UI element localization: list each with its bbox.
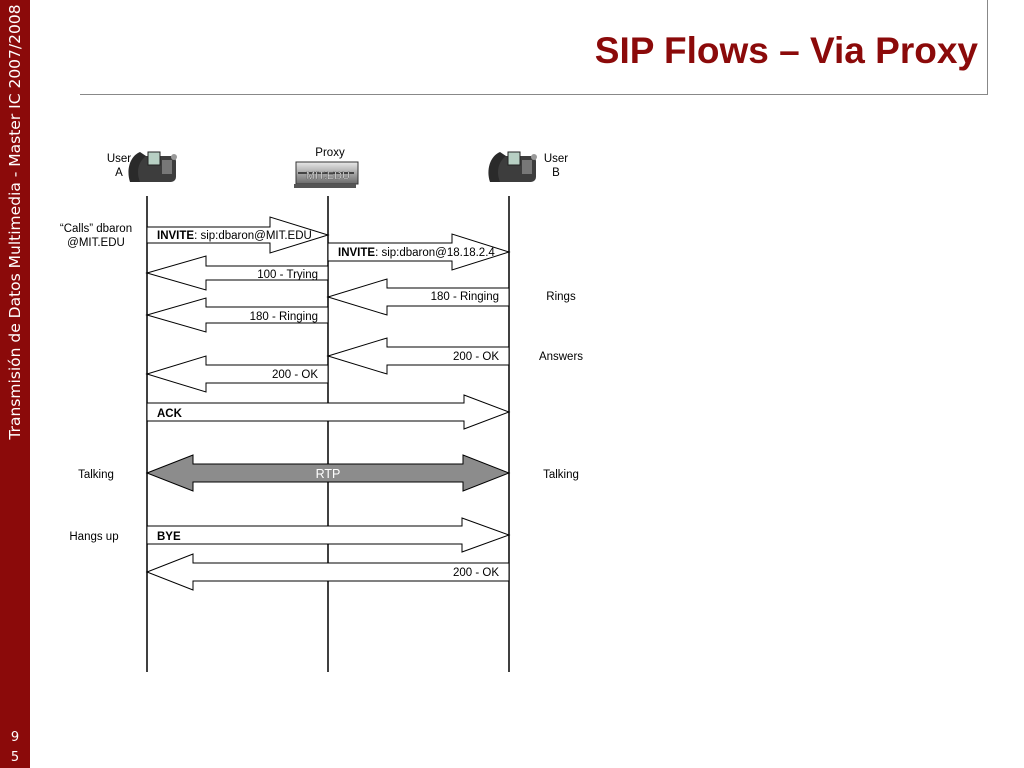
- msg-180-ringing-a: 180 - Ringing: [250, 311, 318, 323]
- msg-100-trying: 100 - Trying: [257, 269, 318, 281]
- user-b-label-line2: B: [552, 167, 560, 179]
- user-a-label-line1: User: [107, 153, 131, 165]
- arrow-invite-a-to-proxy: [146, 216, 330, 254]
- header-frame-edge: [987, 0, 988, 95]
- server-icon: MIT.EDU: [294, 161, 359, 188]
- user-b-label-line1: User: [544, 153, 568, 165]
- arrow-100-trying: [145, 255, 329, 291]
- msg-invite-proxy-to-b: INVITE: sip:dbaron@18.18.2.4: [338, 247, 495, 259]
- note-answers: Answers: [539, 351, 583, 363]
- slide-title: SIP Flows – Via Proxy: [594, 30, 978, 71]
- arrow-ack: [146, 394, 511, 430]
- user-a-label-line2: A: [115, 167, 123, 179]
- header-rule: [80, 94, 987, 95]
- note-talking-b: Talking: [543, 469, 579, 481]
- arrow-bye: [146, 517, 511, 553]
- note-calls-line1: “Calls” dbaron: [60, 223, 132, 235]
- msg-ack: ACK: [157, 408, 183, 420]
- msg-200-ok-b: 200 - OK: [453, 351, 499, 363]
- arrow-200-ok-b: [326, 337, 510, 375]
- arrow-invite-proxy-to-b: [327, 233, 511, 271]
- arrow-200-ok-bye: [145, 553, 510, 591]
- msg-200-ok-a: 200 - OK: [272, 369, 318, 381]
- arrow-180-ringing-a: [145, 297, 329, 333]
- msg-180-ringing-b: 180 - Ringing: [431, 291, 499, 303]
- note-hangs-up: Hangs up: [69, 531, 118, 543]
- note-rings: Rings: [546, 291, 576, 303]
- msg-rtp: RTP: [316, 467, 341, 481]
- arrow-180-ringing-b: [326, 278, 510, 316]
- page-number-digit-2: 5: [10, 750, 20, 765]
- note-calls-line2: @MIT.EDU: [67, 237, 125, 249]
- proxy-device-text: MIT.EDU: [306, 170, 350, 182]
- telephone-icon: [488, 151, 537, 182]
- msg-invite-a-to-proxy: INVITE: sip:dbaron@MIT.EDU: [157, 230, 312, 242]
- proxy-label: Proxy: [315, 147, 345, 159]
- page-number-digit-1: 9: [10, 730, 20, 745]
- arrow-rtp: [145, 454, 511, 492]
- msg-bye: BYE: [157, 531, 181, 543]
- msg-200-ok-bye: 200 - OK: [453, 567, 499, 579]
- telephone-icon: [128, 151, 177, 182]
- sidebar: Transmisión de Datos Multimedia - Master…: [0, 0, 30, 768]
- note-talking-a: Talking: [78, 469, 114, 481]
- arrow-200-ok-a: [145, 355, 329, 393]
